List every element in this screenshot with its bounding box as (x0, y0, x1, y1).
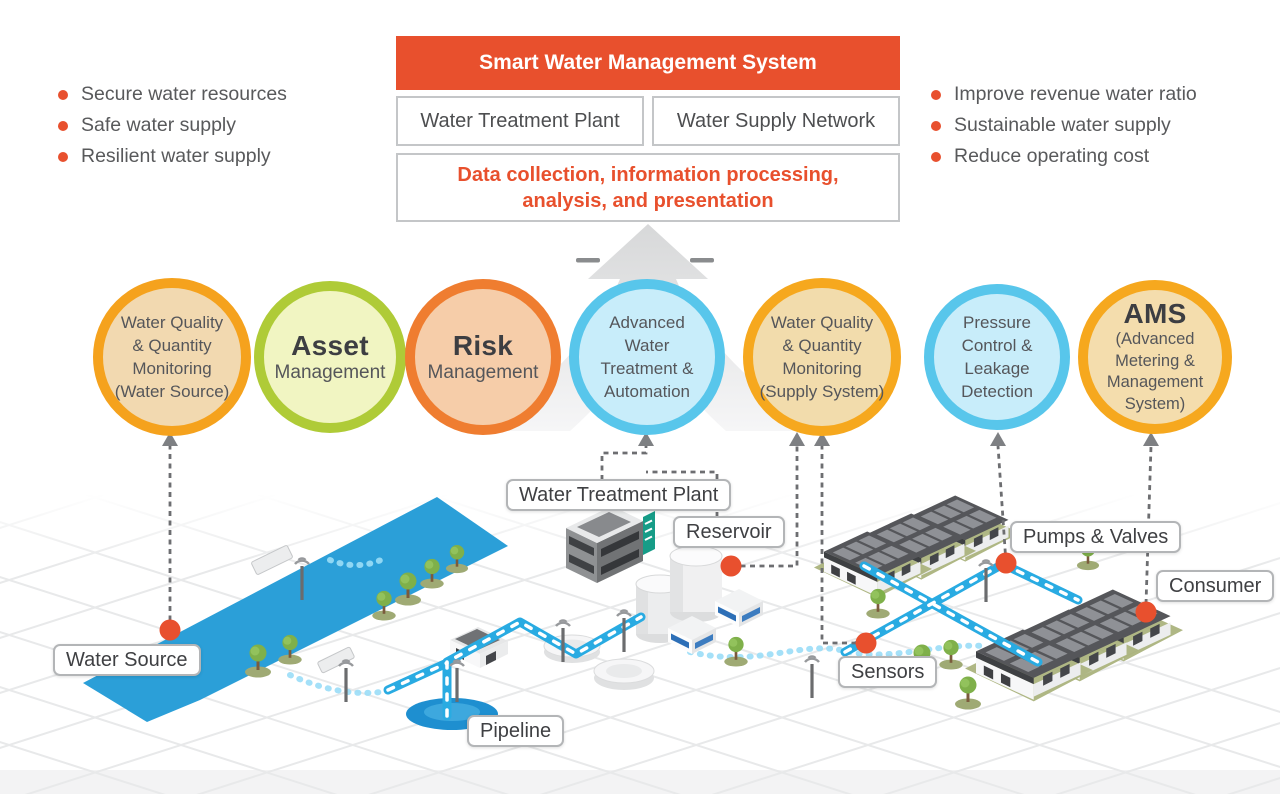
circle-advanced-water-treatment: Advanced Water Treatment & Automation (569, 279, 725, 435)
marker-pumps-valves (995, 552, 1017, 574)
goal-text: Sustainable water supply (954, 114, 1171, 136)
goal-item: Secure water resources (58, 83, 287, 105)
goal-text: Secure water resources (81, 83, 287, 105)
data-collection-line1: Data collection, information processing, (457, 163, 839, 186)
goal-text: Safe water supply (81, 114, 237, 136)
label-sensors: Sensors (838, 656, 938, 688)
goal-item: Safe water supply (58, 114, 287, 136)
bullet-icon (931, 89, 941, 100)
treatment-plant-building (566, 506, 655, 583)
label-reservoir: Reservoir (673, 516, 785, 548)
goal-item: Reduce operating cost (931, 145, 1197, 167)
label-treatment-plant: Water Treatment Plant (506, 479, 732, 511)
bullet-icon (58, 120, 68, 131)
circle-text-line: & Quantity (132, 336, 212, 355)
marker-consumer (1135, 601, 1157, 623)
circle-text-line: Advanced (609, 313, 685, 332)
circle-text-line: (Advanced (1115, 330, 1195, 348)
circle-asset-management: Asset Management (254, 281, 406, 433)
page-title: Smart Water Management System (396, 36, 900, 90)
circle-title: Risk (452, 329, 514, 361)
data-collection-box: Data collection, information processing,… (396, 153, 900, 222)
circle-text-line: & Quantity (782, 336, 862, 355)
circle-text-line: Monitoring (132, 359, 212, 378)
bullet-icon (58, 151, 68, 162)
marker-sensors (855, 632, 877, 654)
circle-water-quality-monitoring-supply: Water Quality & Quantity Monitoring (Sup… (743, 278, 901, 436)
data-collection-line2: analysis, and presentation (522, 189, 774, 212)
goal-item: Improve revenue water ratio (931, 83, 1197, 105)
circle-text-line: Pressure (962, 313, 1032, 332)
circle-text-line: Detection (961, 382, 1033, 401)
circle-text-line: Water Quality (770, 313, 874, 332)
circle-risk-management: Risk Management (405, 279, 561, 435)
goal-text: Reduce operating cost (954, 145, 1150, 167)
circle-text-line: System) (1124, 394, 1186, 413)
goals-right-list: Improve revenue water ratio Sustainable … (931, 83, 1197, 177)
circle-title: AMS (1123, 298, 1187, 329)
bullet-icon (58, 89, 68, 100)
circle-text-line: Management (274, 361, 386, 383)
circle-text-line: Leakage (964, 359, 1030, 378)
circle-text-line: Water Quality (120, 313, 224, 332)
circle-pressure-control-leakage: Pressure Control & Leakage Detection (924, 284, 1070, 430)
goal-text: Improve revenue water ratio (954, 83, 1197, 105)
pump-stations (668, 589, 763, 654)
pond-highlight (424, 703, 480, 721)
circle-text-line: Management (427, 361, 539, 383)
sensor-markers (159, 552, 1157, 654)
circle-text-line: Monitoring (782, 359, 862, 378)
circle-ams: AMS (Advanced Metering & Management Syst… (1078, 280, 1232, 434)
marker-water-source (159, 619, 181, 641)
circle-title: Asset (291, 329, 369, 361)
circle-text-line: Control & (961, 336, 1033, 355)
label-pipeline: Pipeline (467, 715, 565, 747)
marker-reservoir (720, 555, 742, 577)
circle-text-line: Water (624, 336, 670, 355)
bullet-icon (931, 151, 941, 162)
circle-text-line: (Water Source) (114, 382, 230, 401)
label-water-source: Water Source (53, 644, 201, 676)
label-pumps-valves: Pumps & Valves (1010, 521, 1182, 553)
box-water-supply-network: Water Supply Network (652, 96, 900, 146)
circle-text-line: Management (1106, 373, 1204, 391)
goal-item: Resilient water supply (58, 145, 287, 167)
circle-text-line: Automation (604, 382, 690, 401)
circle-text-line: Metering & (1115, 351, 1195, 370)
weirs (251, 545, 355, 674)
box-water-treatment-plant: Water Treatment Plant (396, 96, 644, 146)
goal-text: Resilient water supply (81, 145, 271, 167)
connector-arrowheads (162, 432, 1159, 446)
goals-left-list: Secure water resources Safe water supply… (58, 83, 287, 177)
goal-item: Sustainable water supply (931, 114, 1197, 136)
circle-water-quality-monitoring-source: Water Quality & Quantity Monitoring (Wat… (93, 278, 251, 436)
bullet-icon (931, 120, 941, 131)
label-consumer: Consumer (1156, 570, 1275, 602)
circle-text-line: (Supply System) (759, 382, 885, 401)
circle-text-line: Treatment & (600, 359, 694, 378)
